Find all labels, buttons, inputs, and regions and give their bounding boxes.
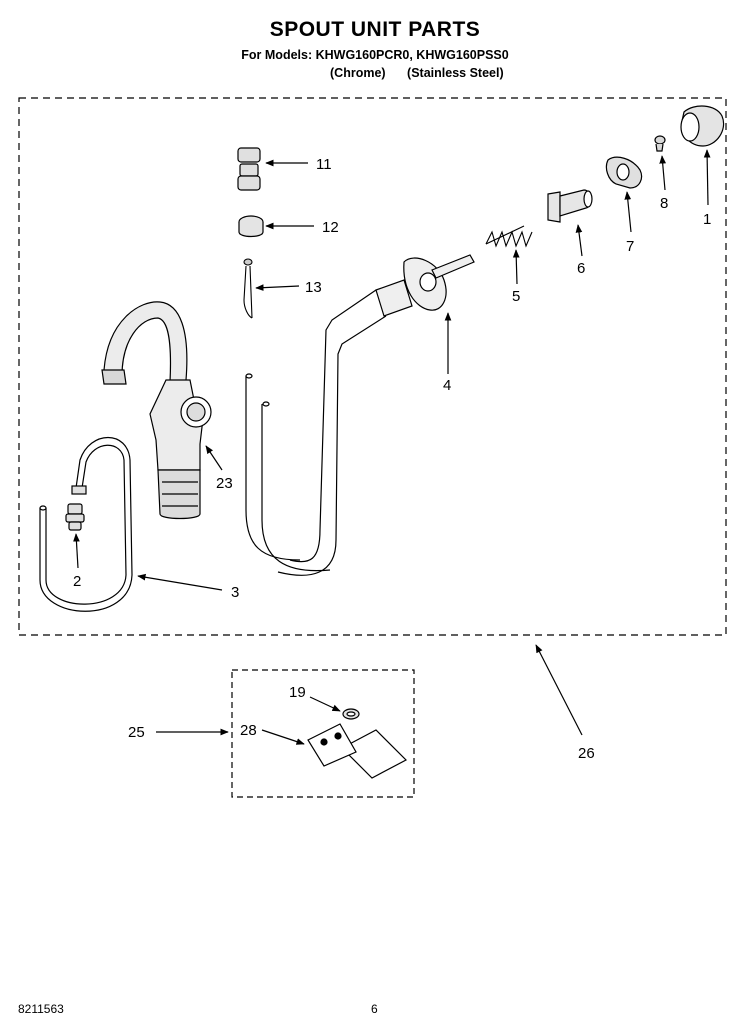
part-28-sheets [307, 723, 407, 779]
callout-5: 5 [512, 288, 520, 305]
callout-labels: 1 8 7 6 5 4 11 12 13 23 2 3 26 25 28 19 [73, 156, 711, 762]
spout-assembly-box [18, 97, 727, 636]
callout-2: 2 [73, 573, 81, 590]
callout-23: 23 [216, 475, 233, 492]
page-number: 6 [371, 1002, 378, 1016]
callout-26: 26 [578, 745, 595, 762]
callout-13: 13 [305, 279, 322, 296]
part-2-adapter [65, 503, 85, 531]
model-numbers: For Models: KHWG160PCR0, KHWG160PSS0 [241, 48, 509, 62]
part-12-nut [238, 215, 264, 238]
callout-28: 28 [240, 722, 257, 739]
finish-stainless: (Stainless Steel) [407, 66, 504, 80]
callout-6: 6 [577, 260, 585, 277]
callout-19: 19 [289, 684, 306, 701]
part-11-fitting [237, 147, 261, 191]
part-3-hose [39, 436, 133, 612]
part-13-clip [243, 258, 253, 319]
callout-1: 1 [703, 211, 711, 228]
leader-lines [73, 149, 711, 745]
callout-11: 11 [316, 156, 332, 173]
part-23-faucet-body [101, 301, 212, 520]
finish-labels: (Chrome) (Stainless Steel) [330, 66, 504, 80]
part-6-cartridge [547, 189, 593, 223]
callout-8: 8 [660, 195, 668, 212]
finish-chrome: (Chrome) [330, 66, 386, 80]
callout-3: 3 [231, 584, 239, 601]
part-5-spring [485, 225, 533, 248]
kit-box [231, 669, 415, 798]
part-19-clip [342, 708, 360, 720]
part-8-screw [654, 135, 666, 152]
part-4-spout-base [245, 254, 475, 576]
part-7-clip [605, 156, 643, 189]
callout-12: 12 [322, 219, 339, 236]
callout-4: 4 [443, 377, 451, 394]
page-title: SPOUT UNIT PARTS [269, 18, 481, 41]
callout-25: 25 [128, 724, 145, 741]
callout-7: 7 [626, 238, 634, 255]
document-number: 8211563 [18, 1002, 64, 1016]
part-1-cap [680, 105, 725, 147]
